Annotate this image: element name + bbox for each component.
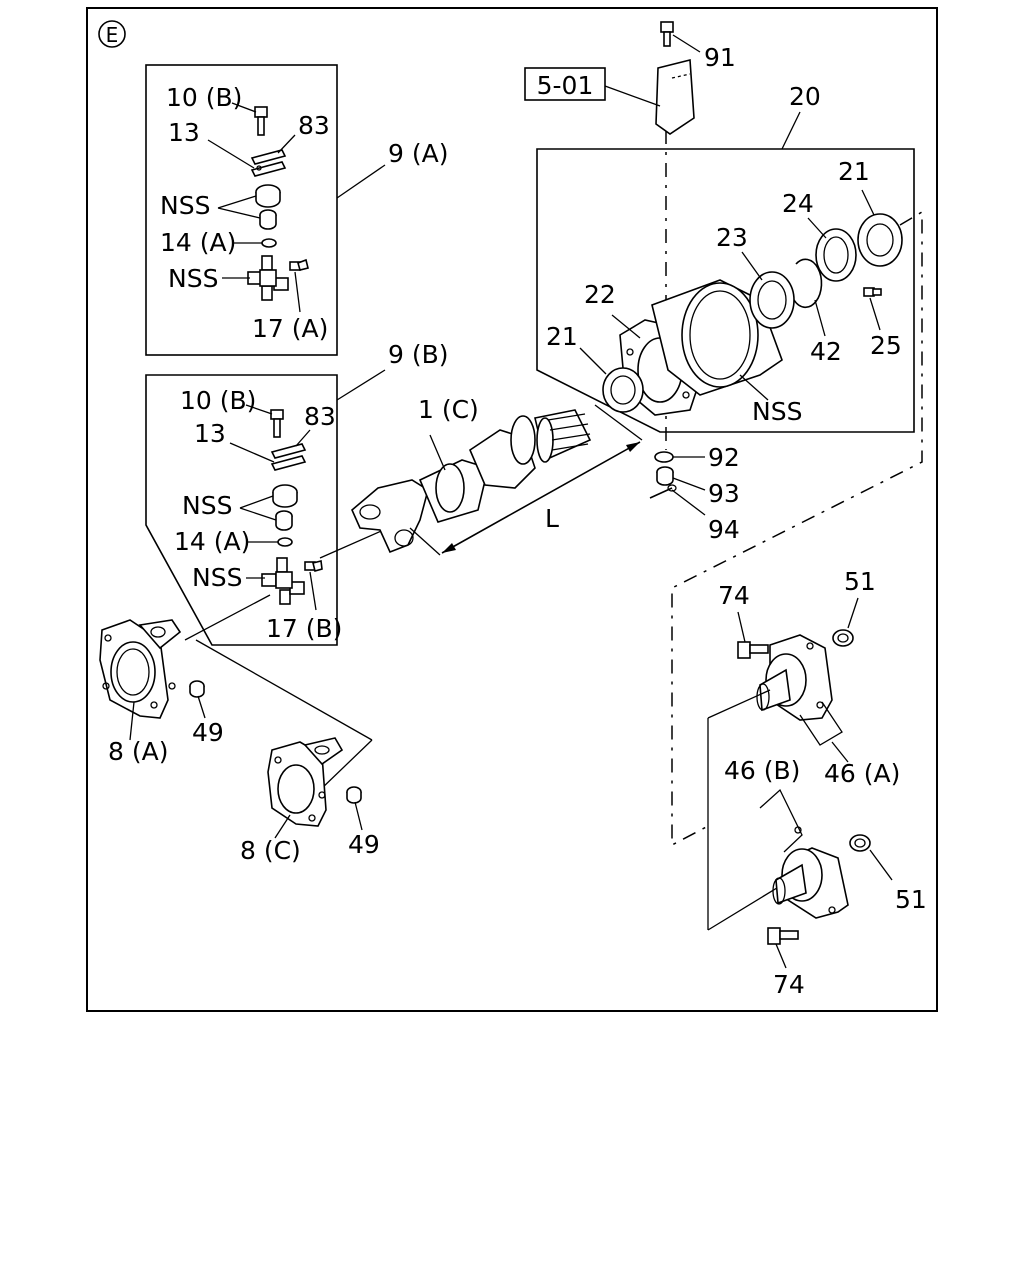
label-b-nss2: NSS [192, 563, 242, 592]
flange-yoke-8c [267, 737, 344, 827]
bearing-icon [602, 367, 644, 413]
label-a-14a: 14 (A) [160, 228, 236, 257]
lock-plate-icon [250, 149, 287, 177]
bearing-cap-icon [255, 184, 281, 230]
washer-icon [277, 537, 293, 547]
label-24: 24 [782, 189, 814, 218]
section-mark: E [98, 20, 126, 48]
washer-icon [654, 451, 674, 463]
label-b-83: 83 [304, 402, 336, 431]
cotter-pin-icon [649, 484, 677, 499]
label-21-left: 21 [546, 322, 578, 351]
label-22: 22 [584, 280, 616, 309]
snap-ring-icon [793, 258, 823, 309]
label-b-13: 13 [194, 419, 226, 448]
ref-box [524, 67, 606, 101]
washer-icon [261, 238, 277, 248]
label-b-nss1: NSS [182, 491, 232, 520]
label-92: 92 [708, 443, 740, 472]
diagram-frame [86, 7, 938, 1012]
flange-yoke-8a [99, 619, 182, 719]
label-8a: 8 (A) [108, 737, 168, 766]
bearing-icon [749, 271, 795, 329]
nut-icon [189, 680, 205, 698]
lock-plate-icon [270, 443, 307, 471]
label-21-top: 21 [838, 157, 870, 186]
bolt-icon [254, 106, 268, 136]
svg-text:E: E [106, 23, 119, 47]
label-49c: 49 [348, 830, 380, 859]
label-a-83: 83 [298, 111, 330, 140]
bolt-icon [767, 927, 799, 945]
spider-joint-icon [247, 255, 289, 301]
label-20: 20 [789, 82, 821, 111]
bracket-icon [655, 58, 695, 135]
label-94: 94 [708, 515, 740, 544]
dimension-l-arrow [409, 404, 643, 556]
label-1c: 1 (C) [418, 395, 479, 424]
label-49a: 49 [192, 718, 224, 747]
label-74-bot: 74 [773, 970, 805, 999]
label-23: 23 [716, 223, 748, 252]
label-25: 25 [870, 331, 902, 360]
spider-joint-icon [261, 557, 305, 605]
label-51-bot: 51 [895, 885, 927, 914]
nut-icon [849, 834, 871, 852]
label-9b: 9 (B) [388, 340, 449, 369]
support-bracket-icon [651, 279, 783, 396]
label-l: L [545, 504, 559, 533]
label-a-17a: 17 (A) [252, 314, 328, 343]
label-74-top: 74 [718, 581, 750, 610]
grease-fitting-icon [304, 560, 323, 572]
label-9a: 9 (A) [388, 139, 448, 168]
grease-fitting-icon [289, 258, 309, 271]
label-93: 93 [708, 479, 740, 508]
companion-flange-46b [772, 826, 849, 919]
bolt-icon [660, 21, 674, 47]
label-a-10b: 10 (B) [166, 83, 242, 112]
companion-flange-46a [756, 634, 833, 721]
ref-box-label: 5-01 [537, 71, 594, 100]
nut-icon [346, 786, 362, 804]
seal-icon [815, 228, 857, 282]
label-46a: 46 (A) [824, 759, 900, 788]
nut-icon [656, 466, 674, 486]
label-91: 91 [704, 43, 736, 72]
group-9b [145, 369, 396, 646]
nut-icon [832, 629, 854, 647]
slip-yoke-shaft [351, 409, 592, 554]
label-nss-bracket: NSS [752, 397, 802, 426]
label-b-10b: 10 (B) [180, 386, 256, 415]
seal-icon [857, 213, 903, 267]
label-b-17b: 17 (B) [266, 614, 342, 643]
label-b-14a: 14 (A) [174, 527, 250, 556]
group-9a [145, 64, 386, 356]
label-8c: 8 (C) [240, 836, 301, 865]
label-51-top: 51 [844, 567, 876, 596]
label-a-13: 13 [168, 118, 200, 147]
grease-fitting-icon [863, 287, 882, 297]
bearing-cap-icon [272, 484, 298, 531]
group-20 [536, 111, 915, 433]
bolt-icon [737, 641, 769, 659]
label-42: 42 [810, 337, 842, 366]
bolt-icon [270, 409, 284, 438]
label-a-nss1: NSS [160, 191, 210, 220]
label-a-nss2: NSS [168, 264, 218, 293]
label-46b: 46 (B) [724, 756, 800, 785]
